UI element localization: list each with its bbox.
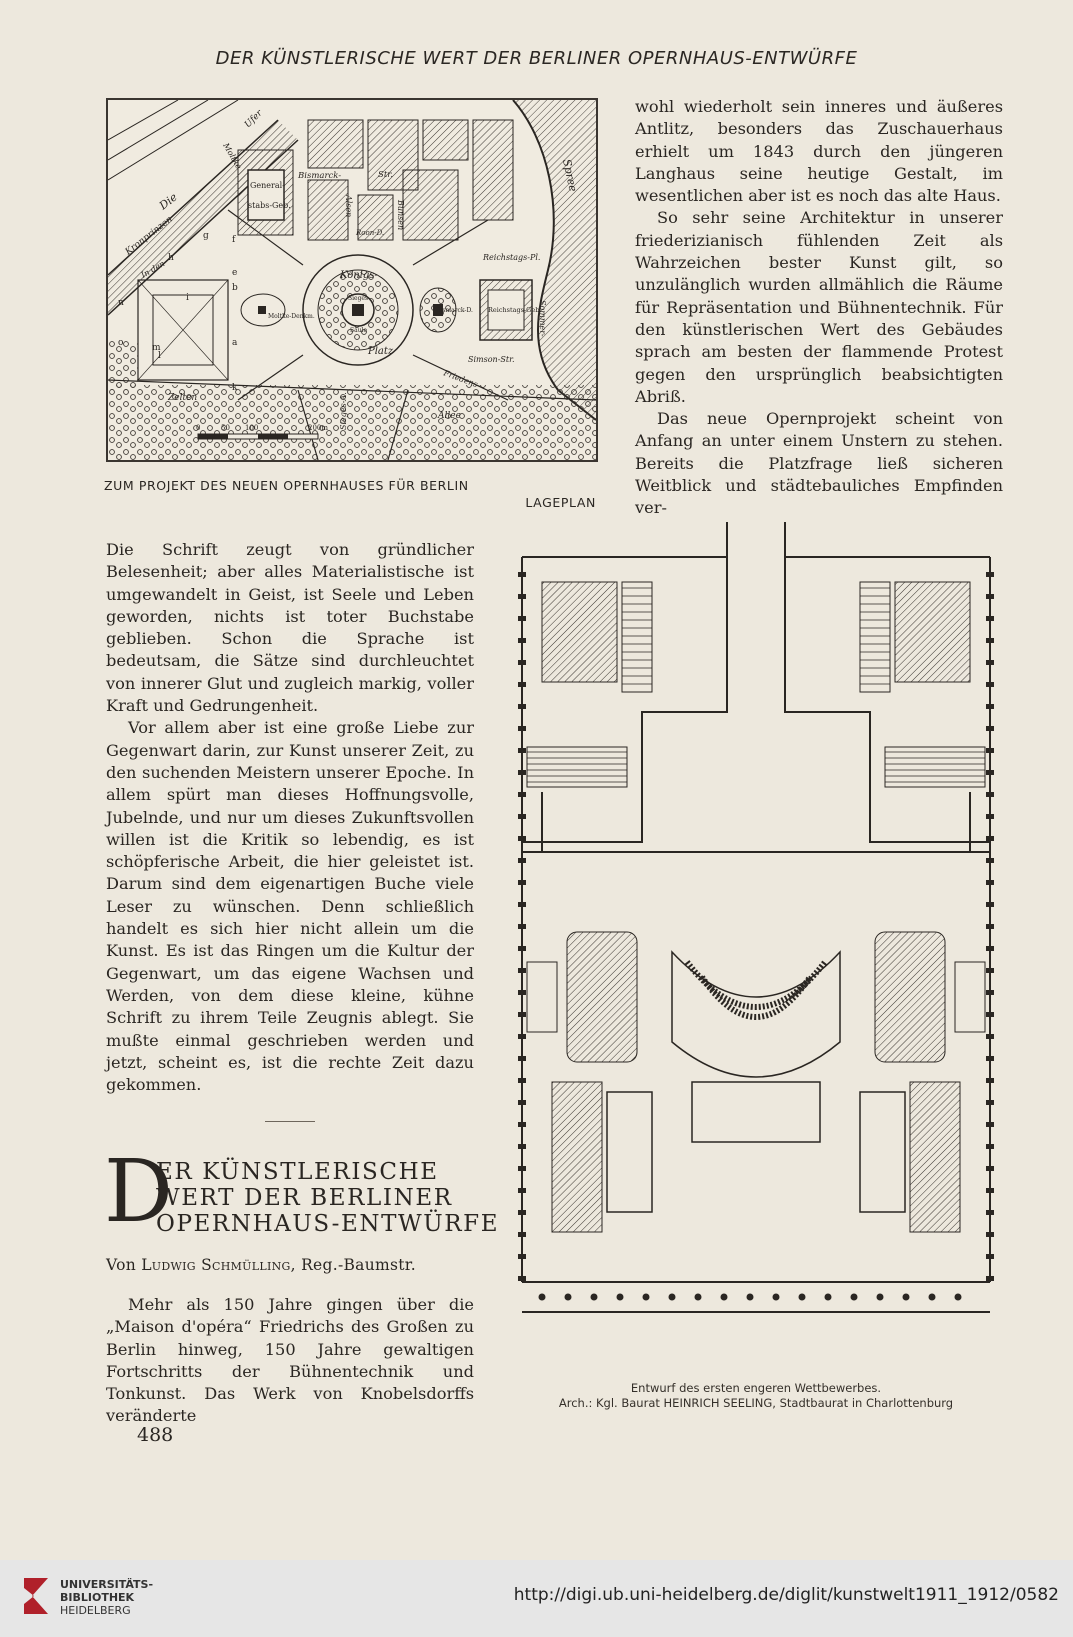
running-head: DER KÜNSTLERISCHE WERT DER BERLINER OPER… — [215, 48, 858, 69]
byline: Von Ludwig Schmülling, Reg.-Baumstr. — [106, 1256, 476, 1274]
map-caption: ZUM PROJEKT DES NEUEN OPERNHAUSES FÜR BE… — [104, 477, 596, 511]
site-plan-drawing: Spree Die Kronprinzen Ufer Moltke Bismar… — [108, 100, 596, 460]
footer-bar: UNIVERSITÄTS- BIBLIOTHEK HEIDELBERG http… — [0, 1560, 1073, 1637]
map-point-letter: b — [232, 283, 238, 293]
map-label-zelten: Zelten — [167, 393, 197, 403]
left-column-text: Die Schrift zeugt von gründlicher Belese… — [106, 539, 474, 1096]
map-label-generalstab: General- — [250, 181, 285, 190]
source-url-link[interactable]: http://digi.ub.uni-heidelberg.de/diglit/… — [513, 1585, 1059, 1605]
floor-plan-caption: Entwurf des ersten engeren Wettbewerbes.… — [498, 1381, 1014, 1411]
map-point-letter: a — [232, 338, 238, 348]
map-point-letter: m — [152, 343, 161, 353]
map-label-platz: Platz — [367, 346, 394, 357]
map-point-letter: l — [158, 351, 161, 361]
map-scale-200: 200m — [308, 424, 328, 432]
floor-plan — [512, 522, 1000, 1350]
map-point-letter: i — [186, 293, 189, 303]
map-label-sieges: Sieges- — [348, 295, 370, 302]
map-label-str: Str. — [378, 170, 393, 180]
map-point-letters: f eb g h i a k lm n o — [118, 231, 238, 393]
map-point-letter: e — [232, 268, 237, 278]
university-logo-icon — [24, 1578, 48, 1614]
byline-prefix: Von — [106, 1256, 142, 1274]
section-divider — [265, 1121, 315, 1122]
article-body: Mehr als 150 Jahre gingen über die „Mais… — [106, 1294, 474, 1428]
map-point-letter: f — [232, 235, 236, 245]
library-name-line-1: UNIVERSITÄTS- — [60, 1578, 154, 1591]
byline-author: Ludwig Schmülling — [141, 1256, 291, 1274]
paragraph: So sehr seine Architektur in unserer fri… — [635, 208, 1003, 406]
library-name-line-2: BIBLIOTHEK — [60, 1591, 135, 1604]
article-title: D ER KÜNSTLERISCHE WERT DER BERLINER OPE… — [104, 1149, 498, 1237]
map-label-bunsen: Bunsen — [396, 199, 405, 230]
map-point-letter: g — [203, 231, 209, 241]
map-label-bismarck: Bismarck- — [297, 171, 341, 181]
paragraph: wohl wiederholt sein inneres und äußeres… — [635, 97, 1003, 206]
map-point-letter: n — [118, 298, 124, 308]
map-label-koenigs: Königs- — [339, 270, 378, 281]
map-point-letter: o — [118, 338, 123, 348]
map-caption-sub: LAGEPLAN — [525, 495, 596, 510]
paragraph: Mehr als 150 Jahre gingen über die „Mais… — [106, 1295, 474, 1426]
map-scale-0: 0 — [196, 424, 200, 432]
paragraph: Vor allem aber ist eine große Liebe zur … — [106, 718, 474, 1095]
map-label-sommer: Sommer- — [538, 300, 547, 337]
title-line-2: WERT DER BERLINER — [156, 1185, 453, 1211]
floor-plan-caption-line-1: Entwurf des ersten engeren Wettbewerbes. — [630, 1381, 882, 1395]
map-caption-main: ZUM PROJEKT DES NEUEN OPERNHAUSES FÜR BE… — [104, 478, 469, 493]
map-label-sieges-a: Sieges-A. — [339, 392, 348, 430]
paragraph: Die Schrift zeugt von gründlicher Belese… — [106, 540, 474, 716]
map-point-letter: k — [232, 383, 238, 393]
title-line-3: OPERNHAUS-ENTWÜRFE — [156, 1211, 500, 1237]
page-number: 488 — [137, 1424, 174, 1446]
library-name: UNIVERSITÄTS- BIBLIOTHEK HEIDELBERG — [60, 1578, 153, 1617]
floor-plan-caption-line-2: Arch.: Kgl. Baurat HEINRICH SEELING, Sta… — [558, 1396, 954, 1410]
map-label-roon: Roon-D. — [355, 229, 384, 237]
map-label-generalstab2: stabs-Geb. — [248, 201, 291, 210]
map-label-moltke-denkm: Moltke-Denkm. — [268, 313, 315, 320]
site-plan-map: Spree Die Kronprinzen Ufer Moltke Bismar… — [106, 98, 598, 462]
map-label-simson: Simson-Str. — [468, 355, 515, 364]
title-line-1: ER KÜNSTLERISCHE — [156, 1159, 439, 1185]
map-label-reichstags-geb: Reichstags-Geb. — [488, 306, 541, 314]
right-column-text: wohl wiederholt sein inneres und äußeres… — [635, 96, 1003, 520]
paragraph: Das neue Opernprojekt scheint von Anfang… — [635, 409, 1003, 518]
map-scale-50: 50 — [221, 424, 230, 432]
library-name-line-3: HEIDELBERG — [60, 1604, 131, 1617]
byline-suffix: , Reg.-Baumstr. — [290, 1256, 417, 1274]
map-label-allee: Allee — [437, 411, 461, 421]
title-dropcap: D — [104, 1142, 173, 1242]
map-label-alsen: Alsen- — [344, 194, 353, 220]
map-label-saeule: Säule — [350, 327, 367, 334]
map-scale-100: 100 — [245, 424, 258, 432]
floor-plan-drawing — [518, 522, 994, 1313]
map-point-letter: h — [168, 253, 174, 263]
map-label-bismarck-d: Bismarck-D. — [436, 307, 473, 314]
map-label-reichstags-pl: Reichstags-Pl. — [482, 253, 540, 262]
document-page: DER KÜNSTLERISCHE WERT DER BERLINER OPER… — [104, 48, 1014, 1446]
